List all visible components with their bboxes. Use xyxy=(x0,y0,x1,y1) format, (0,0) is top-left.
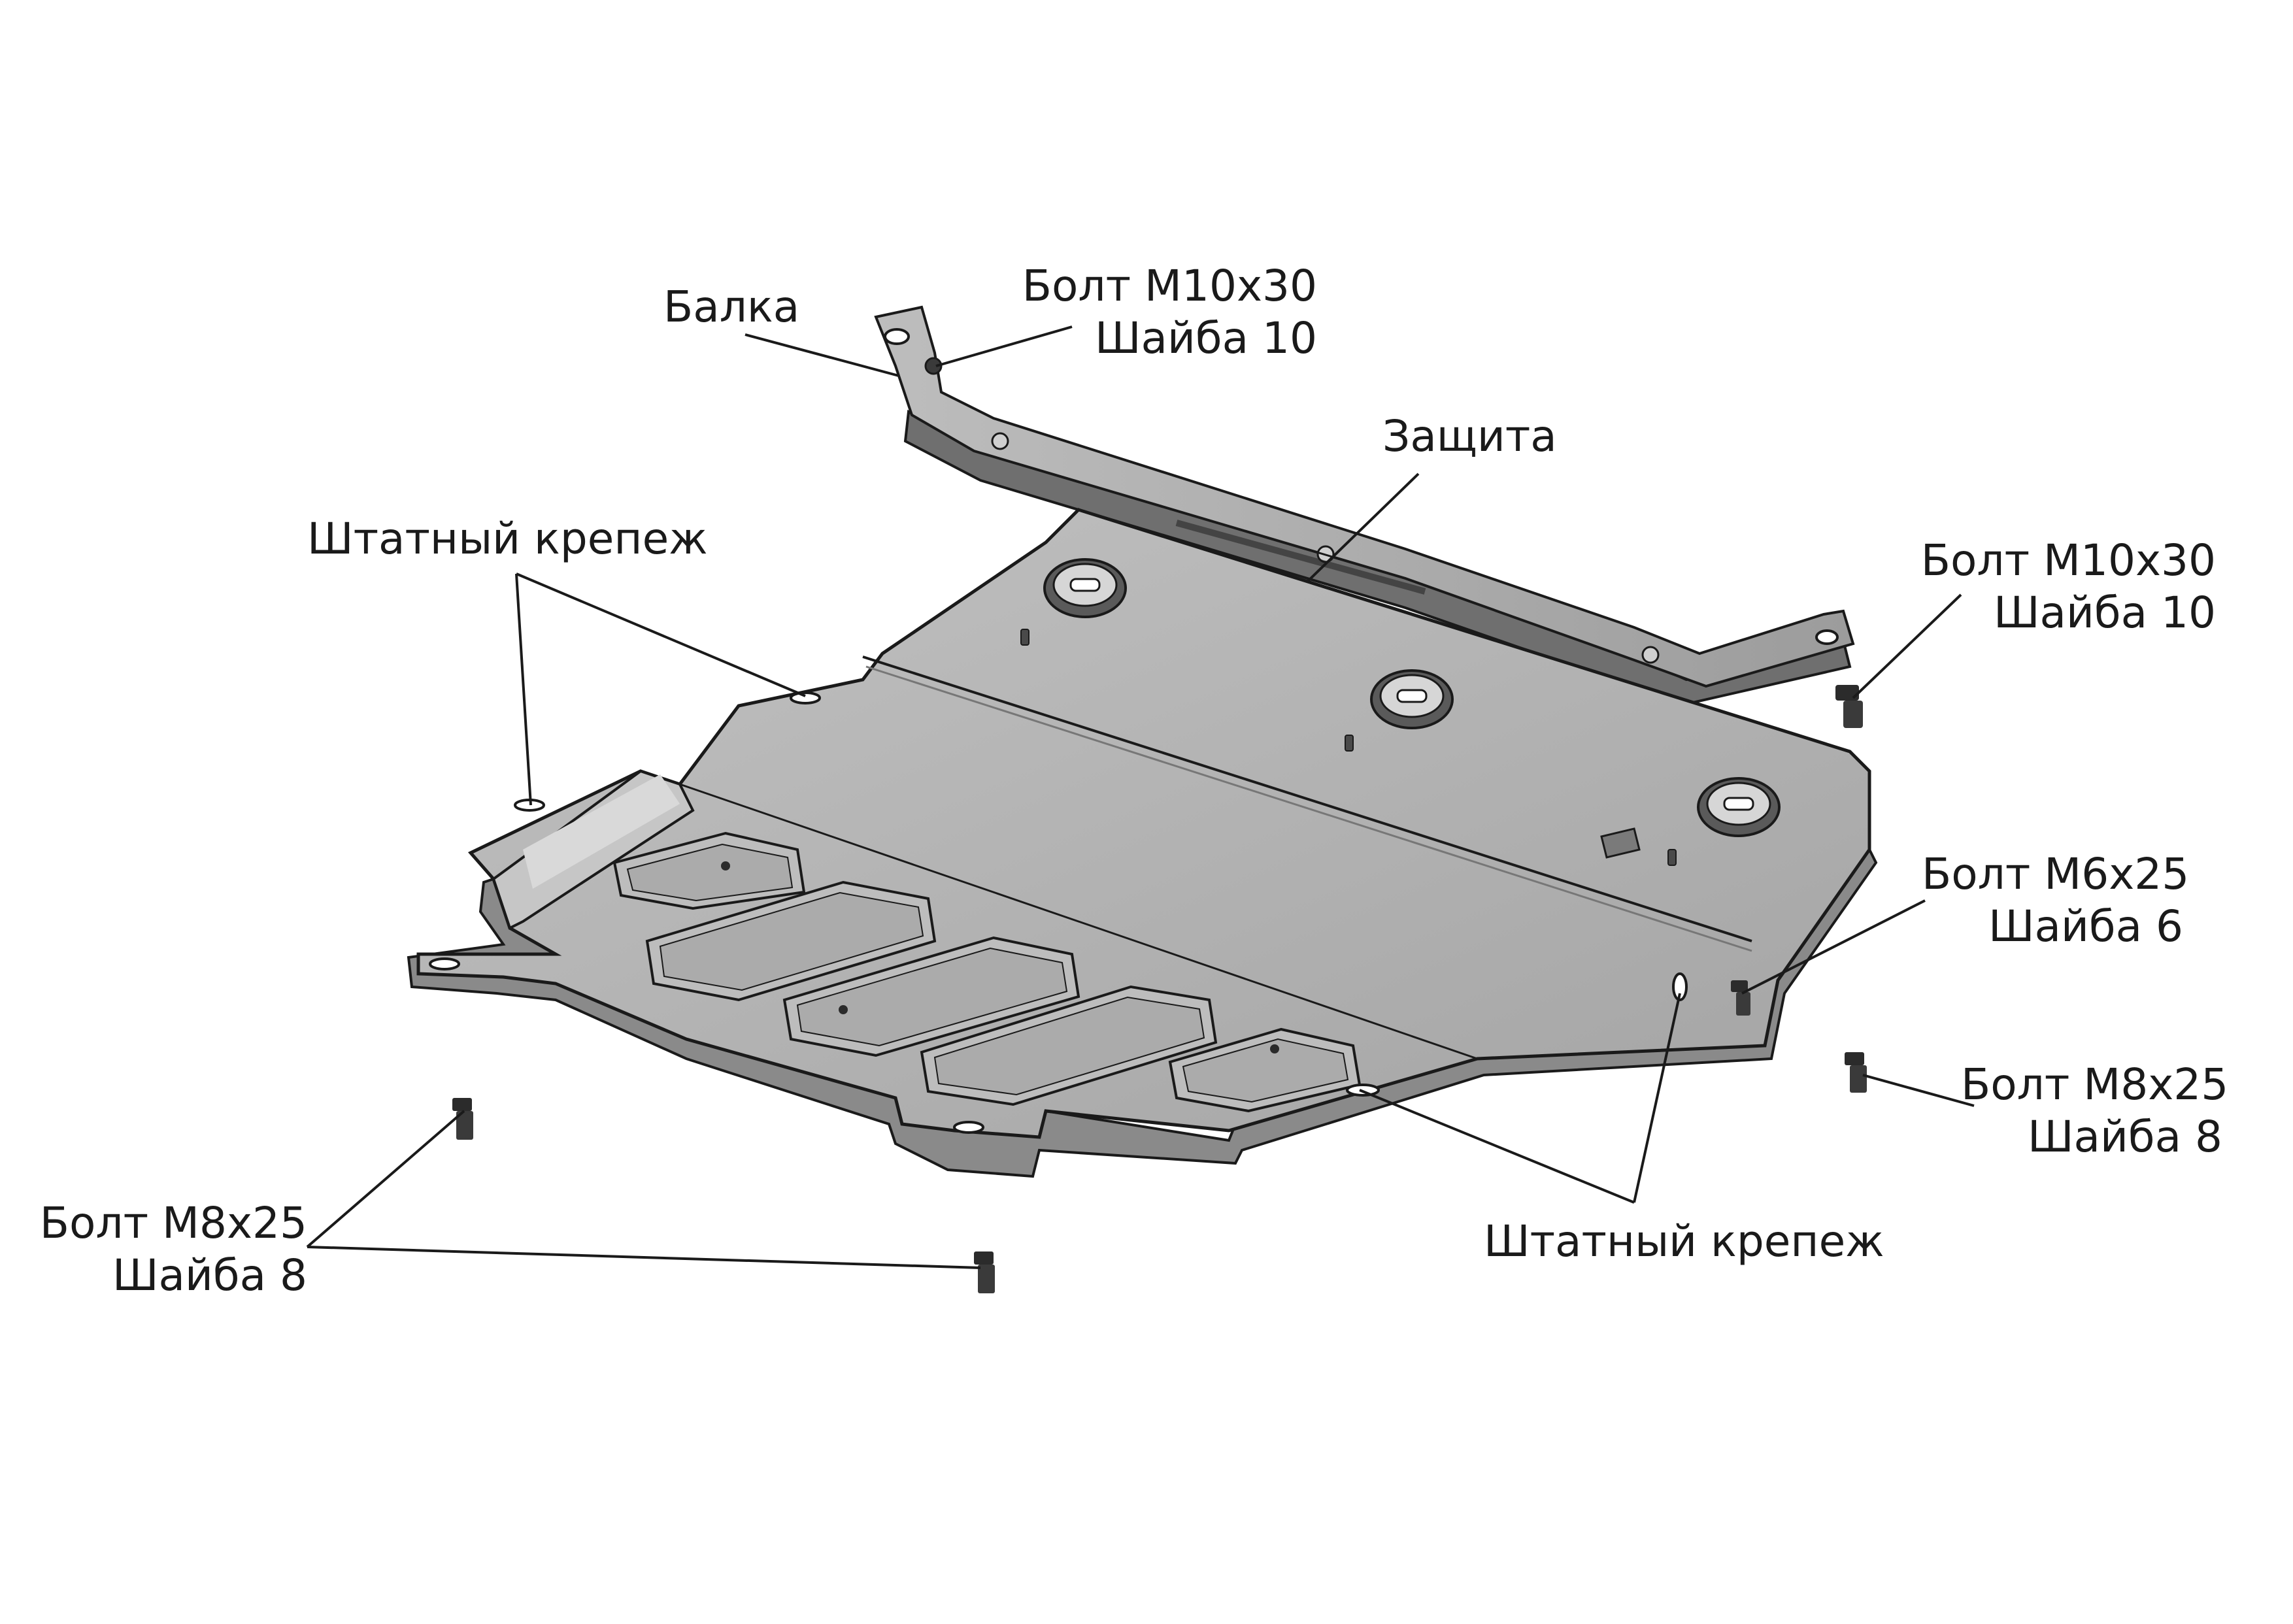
fastener-left-m8-a xyxy=(452,1098,473,1140)
boss-3 xyxy=(1697,777,1781,837)
label-balka: Балка xyxy=(663,282,800,332)
label-left-bolt-m8: Болт М8х25 Шайба 8 xyxy=(39,1198,307,1301)
label-top-bolt: Болт М10х30 Шайба 10 xyxy=(1022,261,1317,363)
label-shtatny-bottom: Штатный крепеж xyxy=(1484,1216,1884,1267)
label-right-bolt-m8: Болт М8х25 Шайба 8 xyxy=(1961,1059,2229,1162)
label-right-bolt-m6: Болт М6х25 Шайба 6 xyxy=(1922,849,2190,952)
stamped-pockets xyxy=(612,831,1362,1113)
boss-2 xyxy=(1370,669,1454,729)
fastener-left-m8-b xyxy=(974,1251,995,1293)
boss-1 xyxy=(1043,558,1127,618)
fastener-right-m6 xyxy=(1731,980,1750,1016)
skid-plate xyxy=(407,508,1878,1178)
beam xyxy=(874,305,1855,704)
leader-lines xyxy=(306,325,1975,1269)
label-right-bolt-m10: Болт М10х30 Шайба 10 xyxy=(1920,535,2216,638)
label-zashchita: Защита xyxy=(1382,411,1557,461)
label-shtatny-left: Штатный крепеж xyxy=(307,514,708,564)
fastener-right-m8 xyxy=(1845,1052,1867,1093)
